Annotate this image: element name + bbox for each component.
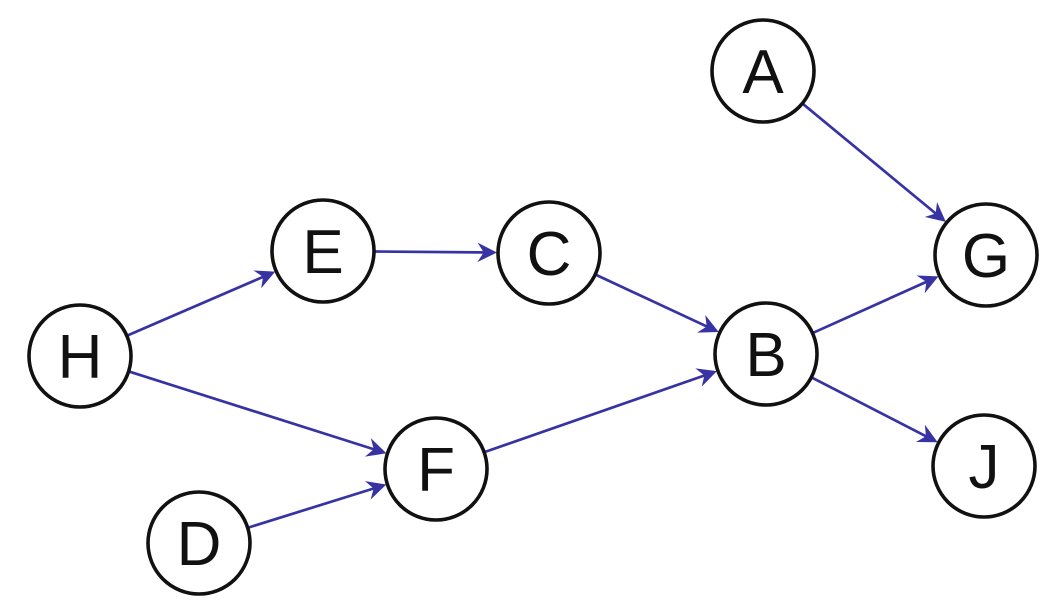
edge-B-G (812, 275, 939, 334)
edge-B-J (811, 376, 938, 443)
node-circle-J (931, 413, 1037, 519)
node-circle-C (496, 200, 602, 306)
node-label-E: E (302, 218, 343, 287)
edge-H-F (129, 370, 387, 457)
edge-A-G (802, 103, 946, 222)
node-circle-G (933, 202, 1039, 308)
node-C: C (496, 200, 602, 306)
node-circle-D (146, 490, 252, 596)
node-label-F: F (417, 436, 455, 505)
node-label-D: D (177, 510, 222, 579)
node-H: H (27, 303, 133, 409)
edges-layer (127, 103, 946, 529)
node-E: E (270, 198, 376, 304)
node-label-A: A (742, 38, 784, 107)
edge-H-E (127, 270, 276, 337)
nodes-layer: A E C G H B F D J (27, 18, 1039, 596)
node-circle-H (27, 303, 133, 409)
node-circle-F (383, 416, 489, 522)
node-label-C: C (527, 220, 572, 289)
node-circle-E (270, 198, 376, 304)
node-F: F (383, 416, 489, 522)
edge-D-F (248, 481, 387, 529)
node-label-B: B (745, 321, 786, 390)
node-J: J (931, 413, 1037, 519)
edge-C-B (595, 273, 719, 333)
node-A: A (710, 18, 816, 124)
node-G: G (933, 202, 1039, 308)
node-label-J: J (969, 433, 1000, 502)
node-label-G: G (962, 222, 1010, 291)
edge-F-B (484, 368, 717, 454)
node-circle-B (713, 301, 819, 407)
edge-E-C (374, 242, 497, 263)
node-label-H: H (58, 323, 103, 392)
node-D: D (146, 490, 252, 596)
node-circle-A (710, 18, 816, 124)
node-B: B (713, 301, 819, 407)
